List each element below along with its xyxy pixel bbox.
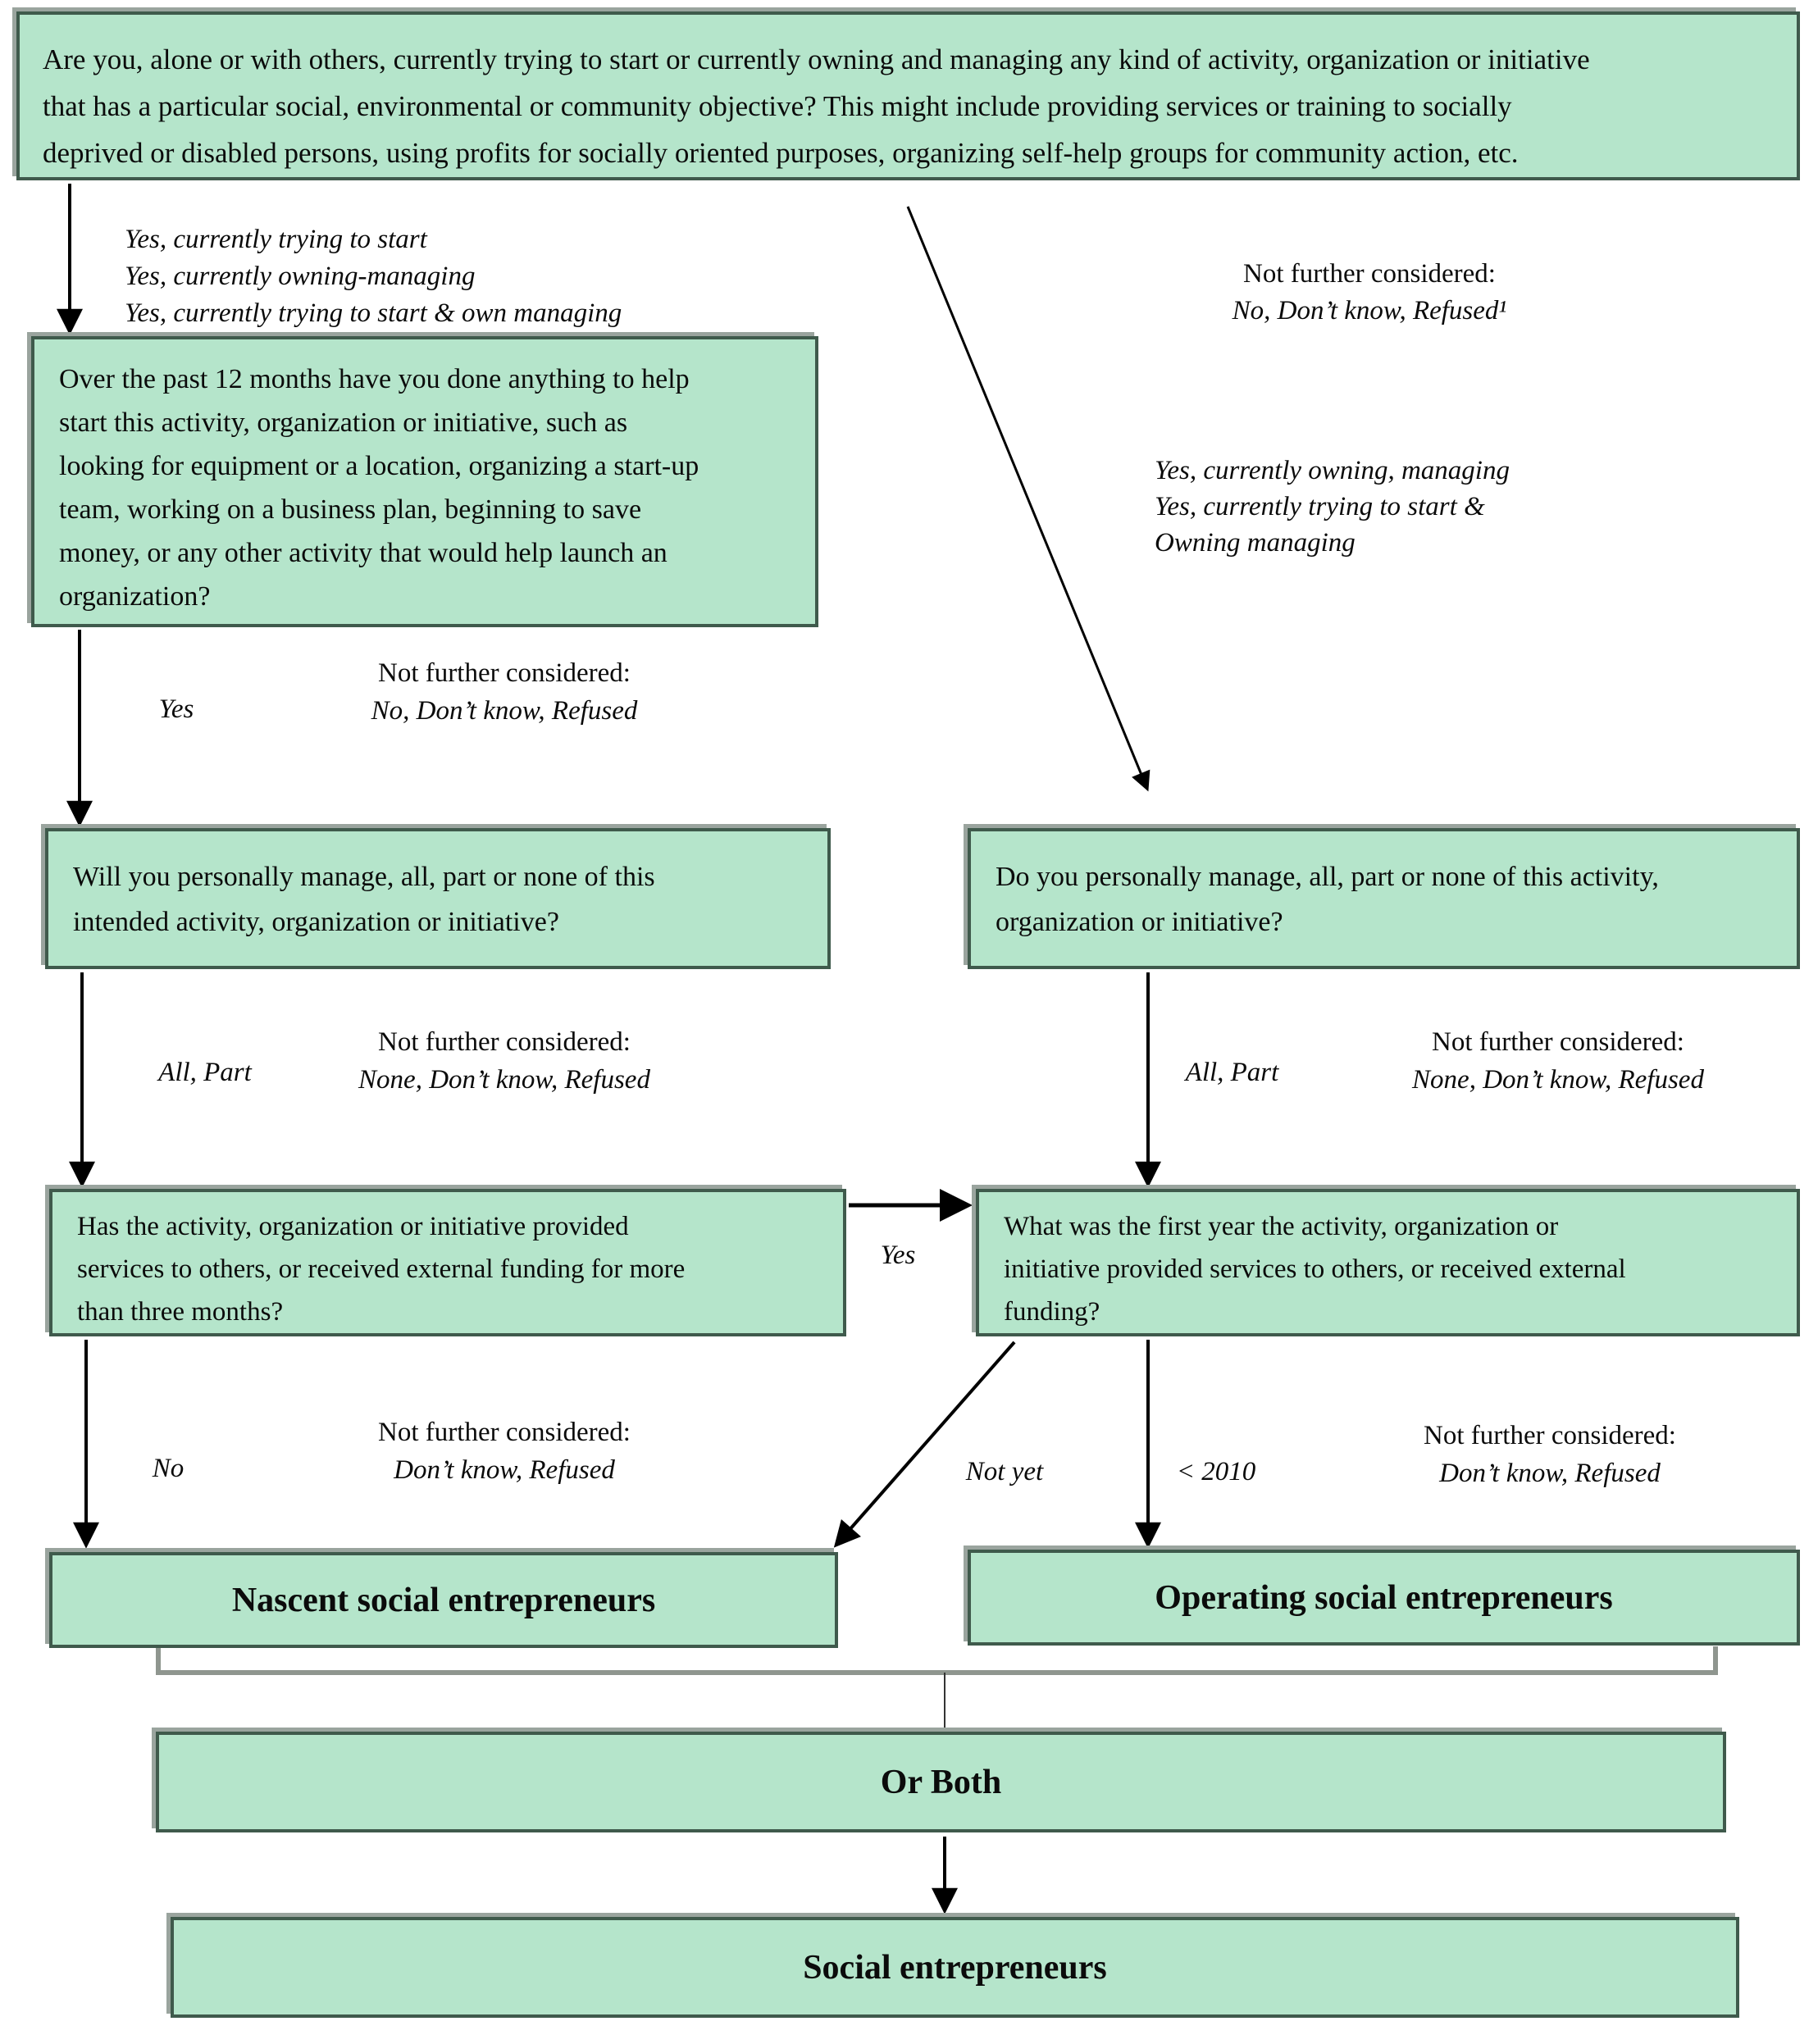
box-screening-question: Are you, alone or with others, currently… (16, 11, 1800, 180)
label-nfc-screening: Not further considered: No, Don’t know, … (1164, 256, 1574, 330)
question-line: than three months? (77, 1297, 284, 1327)
question-line: funding? (1004, 1297, 1100, 1327)
question-line: Will you personally manage, all, part or… (73, 862, 655, 892)
nfc-title: Not further considered: (378, 658, 631, 688)
question-line: money, or any other activity that would … (59, 538, 668, 568)
box-provided-services-question: Has the activity, organization or initia… (49, 1189, 846, 1336)
question-line: organization or initiative? (996, 907, 1283, 937)
nfc-options: None, Don’t know, Refused (358, 1065, 650, 1095)
label-nfc-first-year: Not further considered: Don’t know, Refu… (1353, 1417, 1747, 1492)
question-line: Over the past 12 months have you done an… (59, 364, 690, 394)
nfc-title: Not further considered: (1424, 1421, 1676, 1450)
label-before-2010: < 2010 (1176, 1457, 1256, 1486)
question-line: services to others, or received external… (77, 1254, 686, 1284)
outcome-label: Nascent social entrepreneurs (231, 1581, 656, 1619)
box-will-manage-question: Will you personally manage, all, part or… (45, 828, 831, 969)
nfc-options: Don’t know, Refused (1439, 1459, 1661, 1488)
box-social-entrepreneurs: Social entrepreneurs (171, 1917, 1739, 2018)
nfc-options: No, Don’t know, Refused (371, 696, 638, 726)
box-operating-outcome: Operating social entrepreneurs (968, 1550, 1800, 1646)
arrow-screening-to-do-manage (906, 206, 1150, 792)
label-not-yet: Not yet (965, 1457, 1044, 1486)
question-line: Has the activity, organization or initia… (77, 1212, 629, 1241)
option-line: Yes, currently trying to start & (1155, 492, 1485, 521)
question-line: looking for equipment or a location, org… (59, 451, 699, 481)
label-all-part-left: All, Part (158, 1058, 252, 1087)
label-yes-past12: Yes (158, 694, 194, 724)
label-nfc-past12: Not further considered: No, Don’t know, … (320, 654, 689, 730)
box-first-year-question: What was the first year the activity, or… (976, 1189, 1800, 1336)
label-screening-yes-options: Yes, currently trying to start Yes, curr… (125, 221, 622, 332)
option-line: Yes, currently trying to start (125, 225, 427, 254)
option-line: Yes, currently trying to start & own man… (125, 298, 622, 328)
option-line: Owning managing (1155, 528, 1356, 558)
label-yes-provided: Yes (880, 1241, 916, 1270)
question-line: start this activity, organization or ini… (59, 407, 628, 438)
nfc-title: Not further considered: (1243, 259, 1496, 289)
nfc-options: No, Don’t know, Refused¹ (1232, 296, 1507, 325)
nfc-title: Not further considered: (378, 1418, 631, 1447)
label-no-provided: No (152, 1454, 185, 1483)
label-nfc-manage-left: Not further considered: None, Don’t know… (320, 1023, 689, 1099)
question-line: organization? (59, 581, 211, 612)
merge-bracket (156, 1646, 1718, 1675)
box-or-both: Or Both (156, 1732, 1726, 1832)
box-do-manage-question: Do you personally manage, all, part or n… (968, 828, 1800, 969)
outcome-label: Operating social entrepreneurs (1155, 1578, 1613, 1617)
option-line: Yes, currently owning-managing (125, 262, 476, 291)
label-nfc-manage-right: Not further considered: None, Don’t know… (1361, 1023, 1755, 1099)
arrow-first-year-notyet-to-nascent (833, 1341, 1016, 1548)
label-owning-options: Yes, currently owning, managing Yes, cur… (1155, 453, 1510, 561)
outcome-label: Social entrepreneurs (803, 1948, 1107, 1987)
nfc-options: None, Don’t know, Refused (1412, 1065, 1704, 1095)
nfc-title: Not further considered: (378, 1027, 631, 1057)
question-line: team, working on a business plan, beginn… (59, 494, 642, 525)
question-line: deprived or disabled persons, using prof… (43, 137, 1519, 169)
question-line: Are you, alone or with others, currently… (43, 43, 1590, 75)
nfc-title: Not further considered: (1432, 1027, 1684, 1057)
question-line: that has a particular social, environmen… (43, 90, 1512, 122)
question-line: intended activity, organization or initi… (73, 907, 559, 937)
question-line: What was the first year the activity, or… (1004, 1212, 1559, 1241)
outcome-label: Or Both (880, 1763, 1002, 1801)
box-nascent-outcome: Nascent social entrepreneurs (49, 1552, 838, 1648)
question-line: Do you personally manage, all, part or n… (996, 862, 1659, 892)
option-line: Yes, currently owning, managing (1155, 456, 1510, 485)
nfc-options: Don’t know, Refused (394, 1455, 615, 1485)
label-all-part-right: All, Part (1185, 1058, 1279, 1087)
box-past12-question: Over the past 12 months have you done an… (31, 336, 818, 627)
question-line: initiative provided services to others, … (1004, 1254, 1626, 1284)
label-nfc-provided: Not further considered: Don’t know, Refu… (320, 1414, 689, 1489)
